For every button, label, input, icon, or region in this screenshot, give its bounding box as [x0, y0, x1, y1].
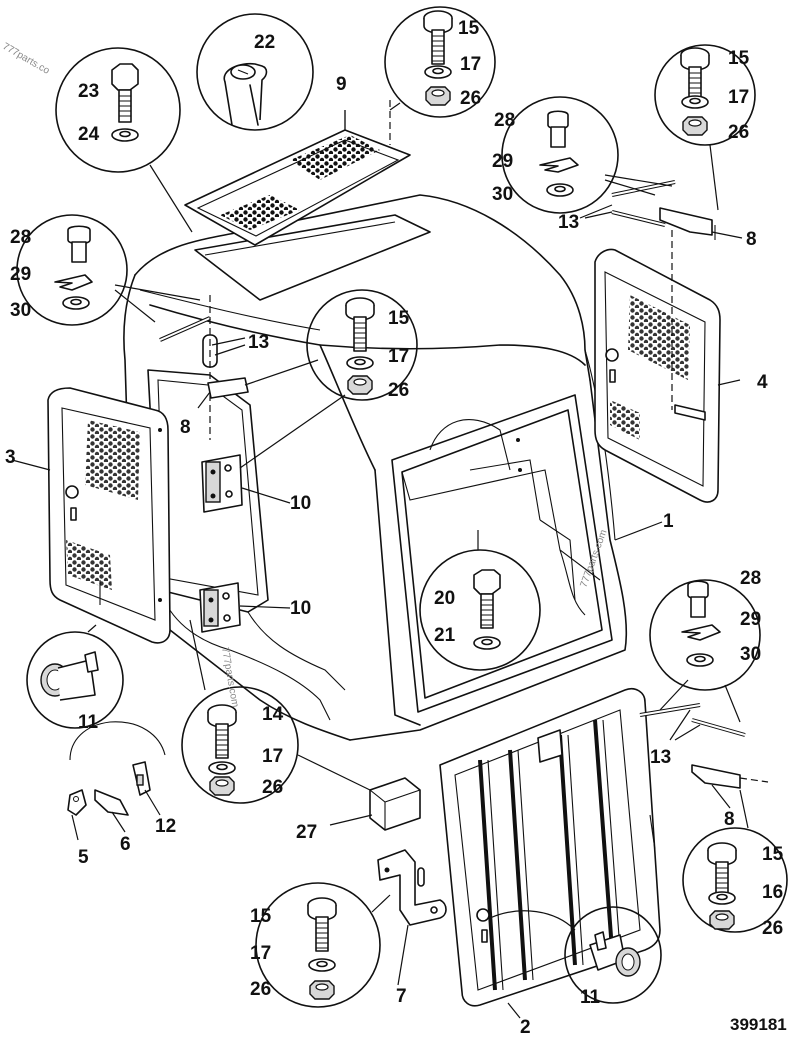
callout-6: 6 — [120, 834, 131, 855]
callout-4: 4 — [757, 372, 768, 393]
latch-plate-6 — [94, 789, 129, 816]
watermark: 777parts.com — [219, 647, 240, 709]
callout-29: 29 — [492, 151, 513, 172]
detail-fastener-16 — [682, 789, 788, 933]
front-window-frame — [391, 394, 613, 713]
detail-fastener-top-right — [654, 44, 756, 211]
callout-26: 26 — [728, 122, 749, 143]
callout-8: 8 — [724, 809, 735, 830]
front-door — [439, 687, 661, 1007]
roof-outline — [134, 194, 591, 381]
callout-24: 24 — [78, 124, 100, 145]
callout-13: 13 — [558, 212, 579, 233]
callout-8: 8 — [180, 417, 191, 438]
lock-parts — [67, 721, 166, 816]
callout-15: 15 — [728, 48, 750, 69]
callout-10: 10 — [290, 598, 311, 619]
callout-11: 11 — [580, 987, 601, 1008]
left-gas-strut — [159, 295, 249, 440]
callout-30: 30 — [492, 184, 513, 205]
callout-22: 22 — [254, 32, 275, 53]
callout-15: 15 — [458, 18, 480, 39]
detail-strut-pin-left — [16, 214, 201, 326]
callout-30: 30 — [10, 300, 31, 321]
callout-12: 12 — [155, 816, 176, 837]
callout-15: 15 — [250, 906, 272, 927]
upper-hinge — [201, 454, 243, 513]
watermark: 777parts.co — [1, 41, 52, 77]
roof-side-edge — [319, 344, 586, 366]
callout-17: 17 — [388, 346, 409, 367]
callout-28: 28 — [740, 568, 761, 589]
callout-5: 5 — [78, 847, 89, 868]
detail-seal-22 — [196, 13, 314, 131]
cab-front-right-edge — [349, 379, 628, 741]
callout-15: 15 — [762, 844, 784, 865]
pawl-5 — [67, 789, 87, 816]
upper-right-strut-assembly — [611, 180, 716, 240]
detail-fastener-bottom-left — [255, 882, 391, 1008]
callout-16: 16 — [762, 882, 783, 903]
callout-29: 29 — [10, 264, 31, 285]
lower-hinge — [199, 582, 241, 633]
detail-lock-right-11 — [489, 906, 662, 1004]
bracket-7 — [377, 849, 447, 926]
callout-26: 26 — [388, 380, 409, 401]
left-door — [47, 387, 171, 644]
callout-9: 9 — [336, 74, 347, 95]
callout-leaders — [11, 110, 743, 1019]
callout-7: 7 — [396, 986, 407, 1007]
callout-8: 8 — [746, 229, 757, 250]
callout-26: 26 — [762, 918, 783, 939]
callout-21: 21 — [434, 625, 456, 646]
callout-26: 26 — [250, 979, 271, 1000]
callout-17: 17 — [728, 87, 749, 108]
callout-30: 30 — [740, 644, 761, 665]
callout-17: 17 — [250, 943, 271, 964]
callout-17: 17 — [460, 54, 481, 75]
detail-bolt-23-24 — [55, 47, 193, 233]
detail-lock-left-11 — [26, 624, 124, 729]
callout-29: 29 — [740, 609, 761, 630]
bracket-27 — [369, 777, 421, 831]
callout-11: 11 — [78, 712, 99, 733]
callout-1: 1 — [663, 511, 674, 532]
callout-13: 13 — [248, 332, 269, 353]
detail-bolt-20-21 — [419, 530, 541, 671]
callout-13: 13 — [650, 747, 671, 768]
callout-2: 2 — [520, 1017, 531, 1038]
callout-15: 15 — [388, 308, 410, 329]
roof-hatch-opening — [194, 214, 431, 301]
callout-20: 20 — [434, 588, 455, 609]
lower-right-strut-assembly — [639, 703, 769, 789]
detail-fastener-middle — [239, 289, 418, 469]
callout-23: 23 — [78, 81, 99, 102]
detail-strut-pin-right-mid — [649, 579, 761, 723]
callout-28: 28 — [494, 110, 515, 131]
detail-strut-pin-right-top — [501, 96, 673, 214]
callout-26: 26 — [262, 777, 283, 798]
callout-14: 14 — [262, 704, 284, 725]
right-door — [594, 230, 721, 503]
callout-3: 3 — [5, 447, 16, 468]
callout-17: 17 — [262, 746, 283, 767]
detail-fastener-top-center — [384, 6, 496, 145]
roof-hatch — [184, 110, 411, 246]
callout-28: 28 — [10, 227, 31, 248]
callout-10: 10 — [290, 493, 311, 514]
figure-number: 399181 — [730, 1015, 787, 1034]
callout-26: 26 — [460, 88, 481, 109]
cab-body — [123, 194, 628, 741]
callout-27: 27 — [296, 822, 317, 843]
callout-labels: 22 9 23 24 15 17 26 15 17 26 28 29 30 13… — [5, 18, 784, 1038]
detail-fastener-14 — [181, 619, 371, 804]
